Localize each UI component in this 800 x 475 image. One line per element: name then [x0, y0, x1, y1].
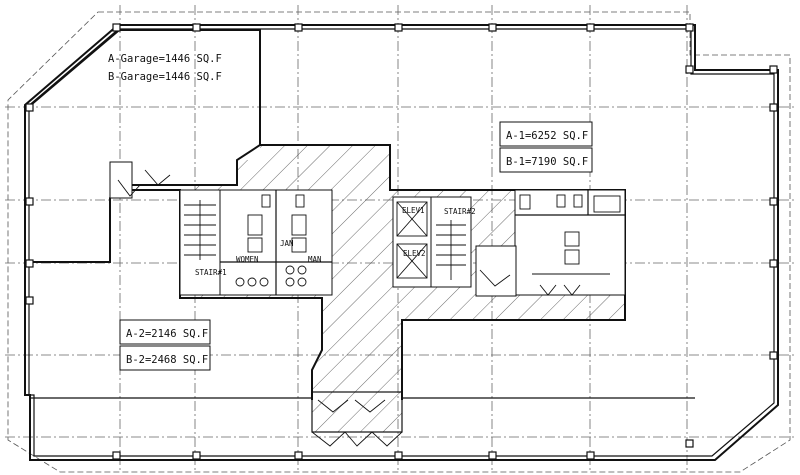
restroom-fixtures — [235, 194, 307, 287]
a2-label-box — [119, 319, 211, 345]
elev-1-label: ELEV1 — [402, 206, 425, 215]
setback-line — [7, 11, 791, 473]
men-label: MAN — [308, 255, 322, 264]
b2-area-label: B-2=2468 SQ.F — [126, 354, 208, 366]
a1-area-label: A-1=6252 SQ.F — [506, 130, 588, 142]
b2-label-box — [119, 345, 211, 371]
elevator-block — [392, 196, 432, 288]
garage-boundary — [29, 29, 261, 186]
building-outline — [24, 24, 779, 461]
entry-hatched-area — [312, 392, 402, 432]
entry-vestibule — [311, 391, 403, 433]
b1-label-box — [499, 147, 593, 173]
women-label: WOMEN — [236, 255, 259, 264]
janitor-label: JAN — [280, 239, 294, 248]
elevator-1 — [396, 201, 428, 237]
a1-label-box — [499, 121, 593, 147]
service-fixtures — [519, 194, 621, 296]
structural-columns — [25, 23, 778, 460]
service-block — [514, 189, 626, 296]
a2-area-label: A-2=2146 SQ.F — [126, 328, 208, 340]
stair-1-label: STAIR#1 — [195, 268, 227, 277]
elevator-2 — [396, 243, 428, 279]
garage-a-area-label: A-Garage=1446 SQ.F — [108, 53, 222, 65]
garage-b-area-label: B-Garage=1446 SQ.F — [108, 71, 222, 83]
elev-2-label: ELEV2 — [403, 249, 426, 258]
stair-2-label: STAIR#2 — [444, 207, 476, 216]
b1-area-label: B-1=7190 SQ.F — [506, 156, 588, 168]
